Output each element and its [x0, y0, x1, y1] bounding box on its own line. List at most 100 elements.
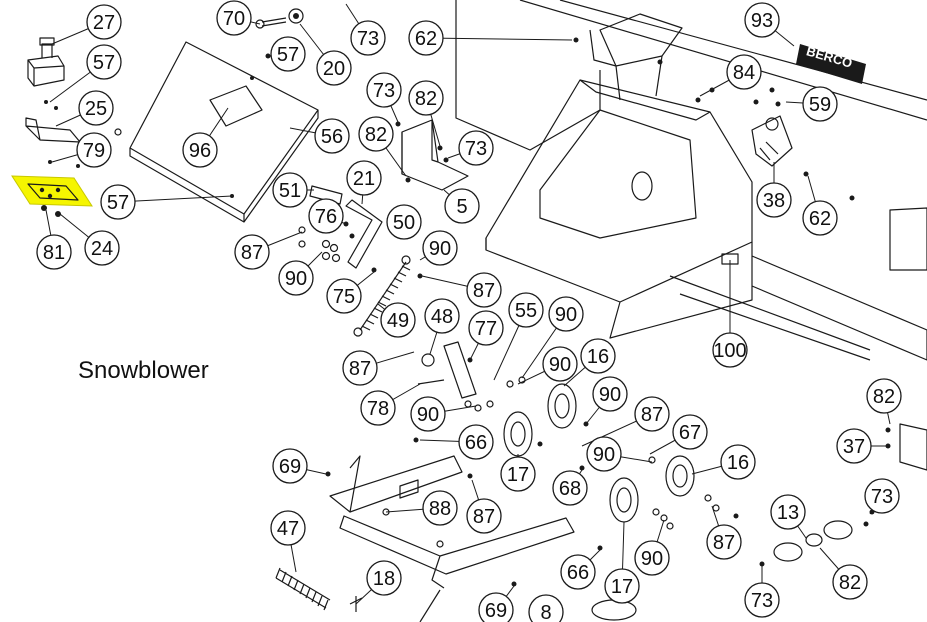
callout-circle-8[interactable]: [528, 594, 564, 622]
callout-label-87[interactable]: 87: [473, 280, 495, 302]
callout-circle-69[interactable]: [272, 448, 308, 484]
callout-label-62[interactable]: 62: [809, 208, 831, 230]
callout-label-57[interactable]: 57: [107, 192, 129, 214]
callout-label-90[interactable]: 90: [599, 384, 621, 406]
callout-circle-62[interactable]: [408, 20, 444, 56]
callout-circle-47[interactable]: [270, 510, 306, 546]
callout-circle-87[interactable]: [342, 350, 378, 386]
callout-label-55[interactable]: 55: [515, 300, 537, 322]
callout-circle-87[interactable]: [634, 396, 670, 432]
callout-circle-68[interactable]: [552, 470, 588, 506]
callout-circle-21[interactable]: [346, 160, 382, 196]
callout-circle-16[interactable]: [580, 338, 616, 374]
callout-label-49[interactable]: 49: [387, 310, 409, 332]
callout-label-90[interactable]: 90: [641, 548, 663, 570]
callout-label-66[interactable]: 66: [567, 562, 589, 584]
callout-label-73[interactable]: 73: [751, 590, 773, 612]
callout-circle-79[interactable]: [76, 132, 112, 168]
callout-label-48[interactable]: 48: [431, 306, 453, 328]
callout-label-82[interactable]: 82: [415, 88, 437, 110]
callout-label-8[interactable]: 8: [540, 602, 551, 622]
callout-label-27[interactable]: 27: [93, 12, 115, 34]
callout-label-37[interactable]: 37: [843, 436, 865, 458]
callout-label-78[interactable]: 78: [367, 398, 389, 420]
callout-label-56[interactable]: 56: [321, 126, 343, 148]
callout-circle-88[interactable]: [422, 490, 458, 526]
callout-circle-75[interactable]: [326, 278, 362, 314]
callout-circle-76[interactable]: [308, 198, 344, 234]
callout-label-17[interactable]: 17: [507, 464, 529, 486]
callout-circle-82[interactable]: [866, 378, 902, 414]
callout-label-84[interactable]: 84: [733, 62, 755, 84]
callout-label-69[interactable]: 69: [485, 600, 507, 622]
callout-circle-51[interactable]: [272, 172, 308, 208]
callout-circle-82[interactable]: [358, 116, 394, 152]
callout-circle-90[interactable]: [422, 230, 458, 266]
callout-label-20[interactable]: 20: [323, 58, 345, 80]
callout-label-87[interactable]: 87: [349, 358, 371, 380]
callout-label-16[interactable]: 16: [727, 452, 749, 474]
callout-circle-73[interactable]: [350, 20, 386, 56]
callout-circle-73[interactable]: [864, 478, 900, 514]
callout-label-50[interactable]: 50: [393, 212, 415, 234]
callout-label-73[interactable]: 73: [871, 486, 893, 508]
callout-label-79[interactable]: 79: [83, 140, 105, 162]
callout-circle-48[interactable]: [424, 298, 460, 334]
callout-circle-87[interactable]: [466, 272, 502, 308]
callout-label-24[interactable]: 24: [91, 238, 113, 260]
highlighted-part-24[interactable]: [11, 175, 93, 207]
callout-circle-69[interactable]: [478, 592, 514, 622]
callout-label-21[interactable]: 21: [353, 168, 375, 190]
callout-label-90[interactable]: 90: [285, 268, 307, 290]
callout-label-87[interactable]: 87: [473, 506, 495, 528]
callout-circle-100[interactable]: [712, 332, 748, 368]
callout-circle-66[interactable]: [458, 424, 494, 460]
callout-circle-25[interactable]: [78, 90, 114, 126]
callout-circle-77[interactable]: [468, 310, 504, 346]
callout-label-87[interactable]: 87: [713, 532, 735, 554]
callout-circle-57[interactable]: [100, 184, 136, 220]
callout-circle-78[interactable]: [360, 390, 396, 426]
callout-label-87[interactable]: 87: [241, 242, 263, 264]
callout-label-93[interactable]: 93: [751, 10, 773, 32]
callout-circle-13[interactable]: [770, 494, 806, 530]
callout-circle-90[interactable]: [278, 260, 314, 296]
callout-circle-84[interactable]: [726, 54, 762, 90]
callout-label-47[interactable]: 47: [277, 518, 299, 540]
callout-circle-87[interactable]: [234, 234, 270, 270]
callout-circle-73[interactable]: [366, 72, 402, 108]
callout-circle-90[interactable]: [410, 396, 446, 432]
callout-label-100[interactable]: 100: [713, 340, 746, 362]
callout-label-90[interactable]: 90: [429, 238, 451, 260]
callout-label-90[interactable]: 90: [593, 444, 615, 466]
callout-circle-90[interactable]: [586, 436, 622, 472]
callout-label-82[interactable]: 82: [365, 124, 387, 146]
callout-label-16[interactable]: 16: [587, 346, 609, 368]
callout-label-17[interactable]: 17: [611, 576, 633, 598]
callout-circle-82[interactable]: [408, 80, 444, 116]
callout-circle-27[interactable]: [86, 4, 122, 40]
callout-circle-73[interactable]: [744, 582, 780, 618]
callout-circle-59[interactable]: [802, 86, 838, 122]
callout-circle-90[interactable]: [592, 376, 628, 412]
callout-circle-62[interactable]: [802, 200, 838, 236]
callout-label-25[interactable]: 25: [85, 98, 107, 120]
callout-circle-90[interactable]: [634, 540, 670, 576]
callout-label-87[interactable]: 87: [641, 404, 663, 426]
callout-circle-49[interactable]: [380, 302, 416, 338]
callout-label-70[interactable]: 70: [223, 8, 245, 30]
callout-label-73[interactable]: 73: [465, 138, 487, 160]
callout-label-73[interactable]: 73: [357, 28, 379, 50]
callout-label-66[interactable]: 66: [465, 432, 487, 454]
callout-label-69[interactable]: 69: [279, 456, 301, 478]
callout-circle-67[interactable]: [672, 414, 708, 450]
callout-circle-96[interactable]: [182, 132, 218, 168]
callout-circle-24[interactable]: [84, 230, 120, 266]
callout-label-13[interactable]: 13: [777, 502, 799, 524]
callout-label-73[interactable]: 73: [373, 80, 395, 102]
callout-label-77[interactable]: 77: [475, 318, 497, 340]
callout-label-76[interactable]: 76: [315, 206, 337, 228]
callout-circle-17[interactable]: [604, 568, 640, 604]
callout-circle-57[interactable]: [270, 36, 306, 72]
callout-circle-66[interactable]: [560, 554, 596, 590]
